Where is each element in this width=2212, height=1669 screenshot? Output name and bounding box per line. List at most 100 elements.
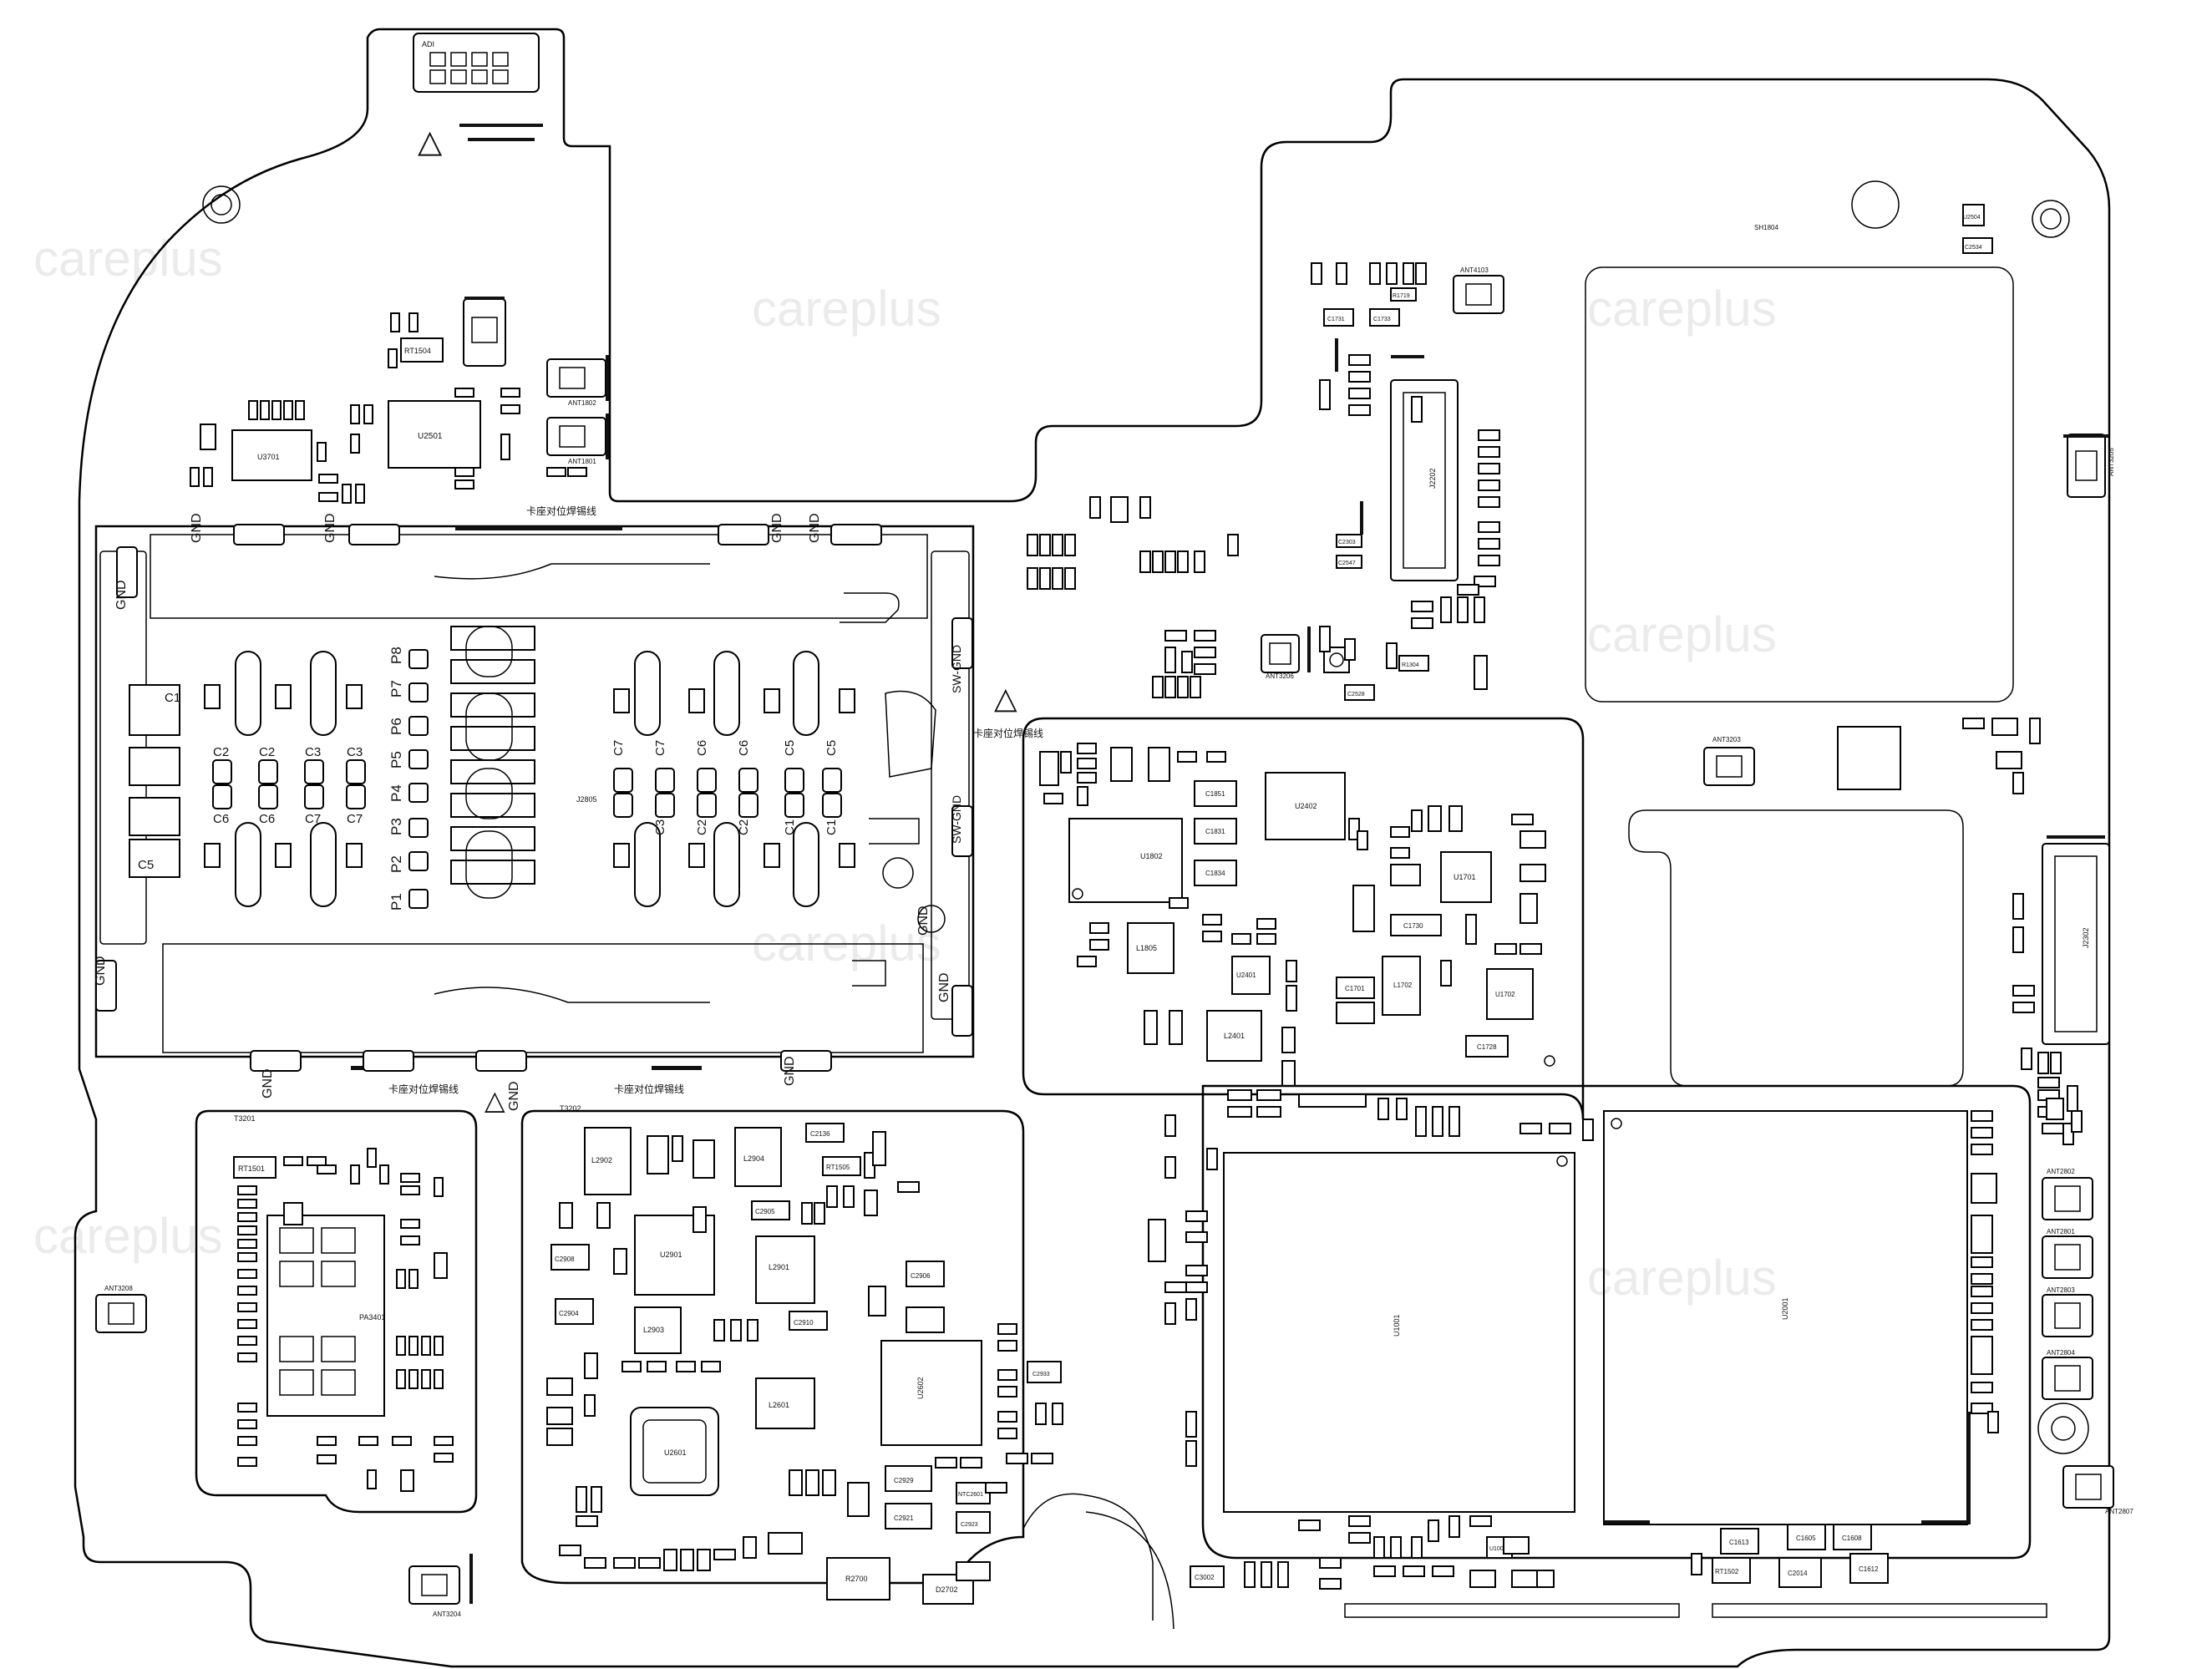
sim-r-c7a: C7 <box>611 740 626 756</box>
gnd-label-10: GND <box>507 1081 521 1111</box>
warning-mark-mid: △ <box>485 1085 505 1115</box>
l2902 <box>584 1127 632 1195</box>
watermark-7: careplus <box>1587 1250 1777 1306</box>
c1731-label: C1731 <box>1327 317 1345 322</box>
antenna-clip-ant3205 <box>2063 434 2109 498</box>
t3201-label: T3201 <box>234 1114 256 1123</box>
sh1804-label: SH1804 <box>1754 224 1778 231</box>
r1304-label: R1304 <box>1402 662 1419 668</box>
ant2802-label: ANT2802 <box>2047 1168 2075 1175</box>
sim-pin-p3: P3 <box>388 818 404 835</box>
gnd-label-8: GND <box>916 906 931 936</box>
pmic-dot-1 <box>1072 888 1083 900</box>
sim-pin-p6: P6 <box>388 718 404 735</box>
c1834 <box>1194 860 1237 886</box>
small-parts-topleft <box>190 312 587 504</box>
rt1505-label: RT1505 <box>826 1164 850 1171</box>
sim-right-contacts <box>613 651 855 907</box>
mount-hole-right-lower <box>2037 1403 2089 1454</box>
c1733 <box>1369 308 1400 327</box>
ant2801-label: ANT2801 <box>2047 1228 2075 1235</box>
sim-c7a: C7 <box>305 812 321 826</box>
u2602-chip <box>880 1340 982 1446</box>
bottom-edge-strips <box>1344 1603 2047 1618</box>
u2602-label: U2602 <box>916 1377 925 1399</box>
c1851 <box>1194 780 1237 807</box>
sim-c3a: C3 <box>305 745 321 759</box>
j2805-label: J2805 <box>576 795 597 804</box>
antenna-clip-ant2807 <box>2062 1465 2114 1509</box>
gnd-label-3: GND <box>770 513 784 543</box>
c1605-label: C1605 <box>1796 1535 1816 1542</box>
j2302-label: J2302 <box>2082 927 2090 948</box>
antenna-clip-ant2803 <box>2042 1294 2093 1337</box>
c2923-label: C2923 <box>961 1522 978 1528</box>
u2001-label: U2001 <box>1781 1297 1789 1320</box>
sw-gnd-label-1: SW-GND <box>950 645 963 693</box>
pa3401-label: PA3401 <box>359 1313 385 1322</box>
u1001-soc <box>1223 1152 1575 1513</box>
u2401 <box>1231 956 1271 995</box>
r2700-label: R2700 <box>845 1575 868 1583</box>
c2929-label: C2929 <box>894 1477 914 1484</box>
sim-r-c5b: C5 <box>824 740 839 756</box>
rt1504-label: RT1504 <box>404 347 431 355</box>
u2401-label: U2401 <box>1236 971 1256 979</box>
u1701 <box>1440 851 1492 903</box>
c2905 <box>751 1200 790 1220</box>
r1304 <box>1398 655 1429 672</box>
mount-hole-right <box>2032 200 2070 238</box>
c3002-label: C3002 <box>1195 1574 1215 1581</box>
shield-pmic <box>1022 717 1585 1120</box>
rt1504 <box>400 337 444 363</box>
gnd-label-5: GND <box>114 580 129 610</box>
l1702-label: L1702 <box>1393 982 1413 989</box>
c1730-label: C1730 <box>1403 922 1423 930</box>
sim-r-c3: C3 <box>653 819 667 835</box>
gnd-label-7: GND <box>937 972 951 1002</box>
pmic-cut-curve-2 <box>1085 1511 1174 1630</box>
small-parts-pmic <box>1039 743 1546 1087</box>
c2136-label: C2136 <box>810 1130 830 1138</box>
c2534 <box>1962 237 1993 254</box>
c2921-label: C2921 <box>894 1514 914 1522</box>
u1001-label: U1001 <box>1393 1314 1401 1337</box>
warning-mark-top: △ <box>418 124 443 160</box>
gnd-label-11: GND <box>783 1056 797 1086</box>
u2501-label: U2501 <box>418 432 443 441</box>
sw-gnd-label-2: SW-GND <box>950 795 963 844</box>
antenna-clip-ant2802 <box>2042 1177 2093 1220</box>
c1728-label: C1728 <box>1477 1043 1497 1051</box>
warning-mark-right: △ <box>994 681 1017 715</box>
ant1802-label: ANT1802 <box>568 399 596 407</box>
ant3204-label: ANT3204 <box>433 1611 461 1618</box>
u-sensor-dot <box>1329 652 1344 667</box>
c2534-label: C2534 <box>1965 245 1982 251</box>
c2921 <box>885 1503 932 1529</box>
antenna-clip-ant2804 <box>2042 1357 2093 1400</box>
u2402-label: U2402 <box>1295 802 1317 810</box>
gnd-label-9: GND <box>261 1068 275 1098</box>
ant3203-label: ANT3203 <box>1712 736 1741 743</box>
l2902-label: L2902 <box>591 1156 612 1164</box>
rt1501 <box>233 1156 276 1179</box>
align-line-label-bl: 卡座对位焊锡线 <box>388 1083 459 1095</box>
sim-pin-pads <box>408 649 429 909</box>
align-line-label-right: 卡座对位焊锡线 <box>973 727 1043 739</box>
hole-shield <box>1851 180 1900 229</box>
sim-pin-p1: P1 <box>388 893 404 911</box>
gnd-clips <box>95 524 973 1072</box>
u2601-chip <box>630 1407 719 1496</box>
pa3401-chip <box>266 1215 385 1417</box>
c2528-label: C2528 <box>1347 692 1365 698</box>
sim-pin-p8: P8 <box>388 647 404 664</box>
sim-r-c7b: C7 <box>653 740 667 756</box>
sim-r-c2b: C2 <box>737 819 751 835</box>
d2702-label: D2702 <box>936 1585 958 1594</box>
l2901-label: L2901 <box>769 1263 789 1271</box>
connector-j2202 <box>1335 338 1459 581</box>
l2903 <box>634 1306 682 1354</box>
l2904 <box>734 1127 782 1187</box>
small-parts-soc <box>1148 1089 1999 1467</box>
c1730 <box>1390 914 1442 936</box>
